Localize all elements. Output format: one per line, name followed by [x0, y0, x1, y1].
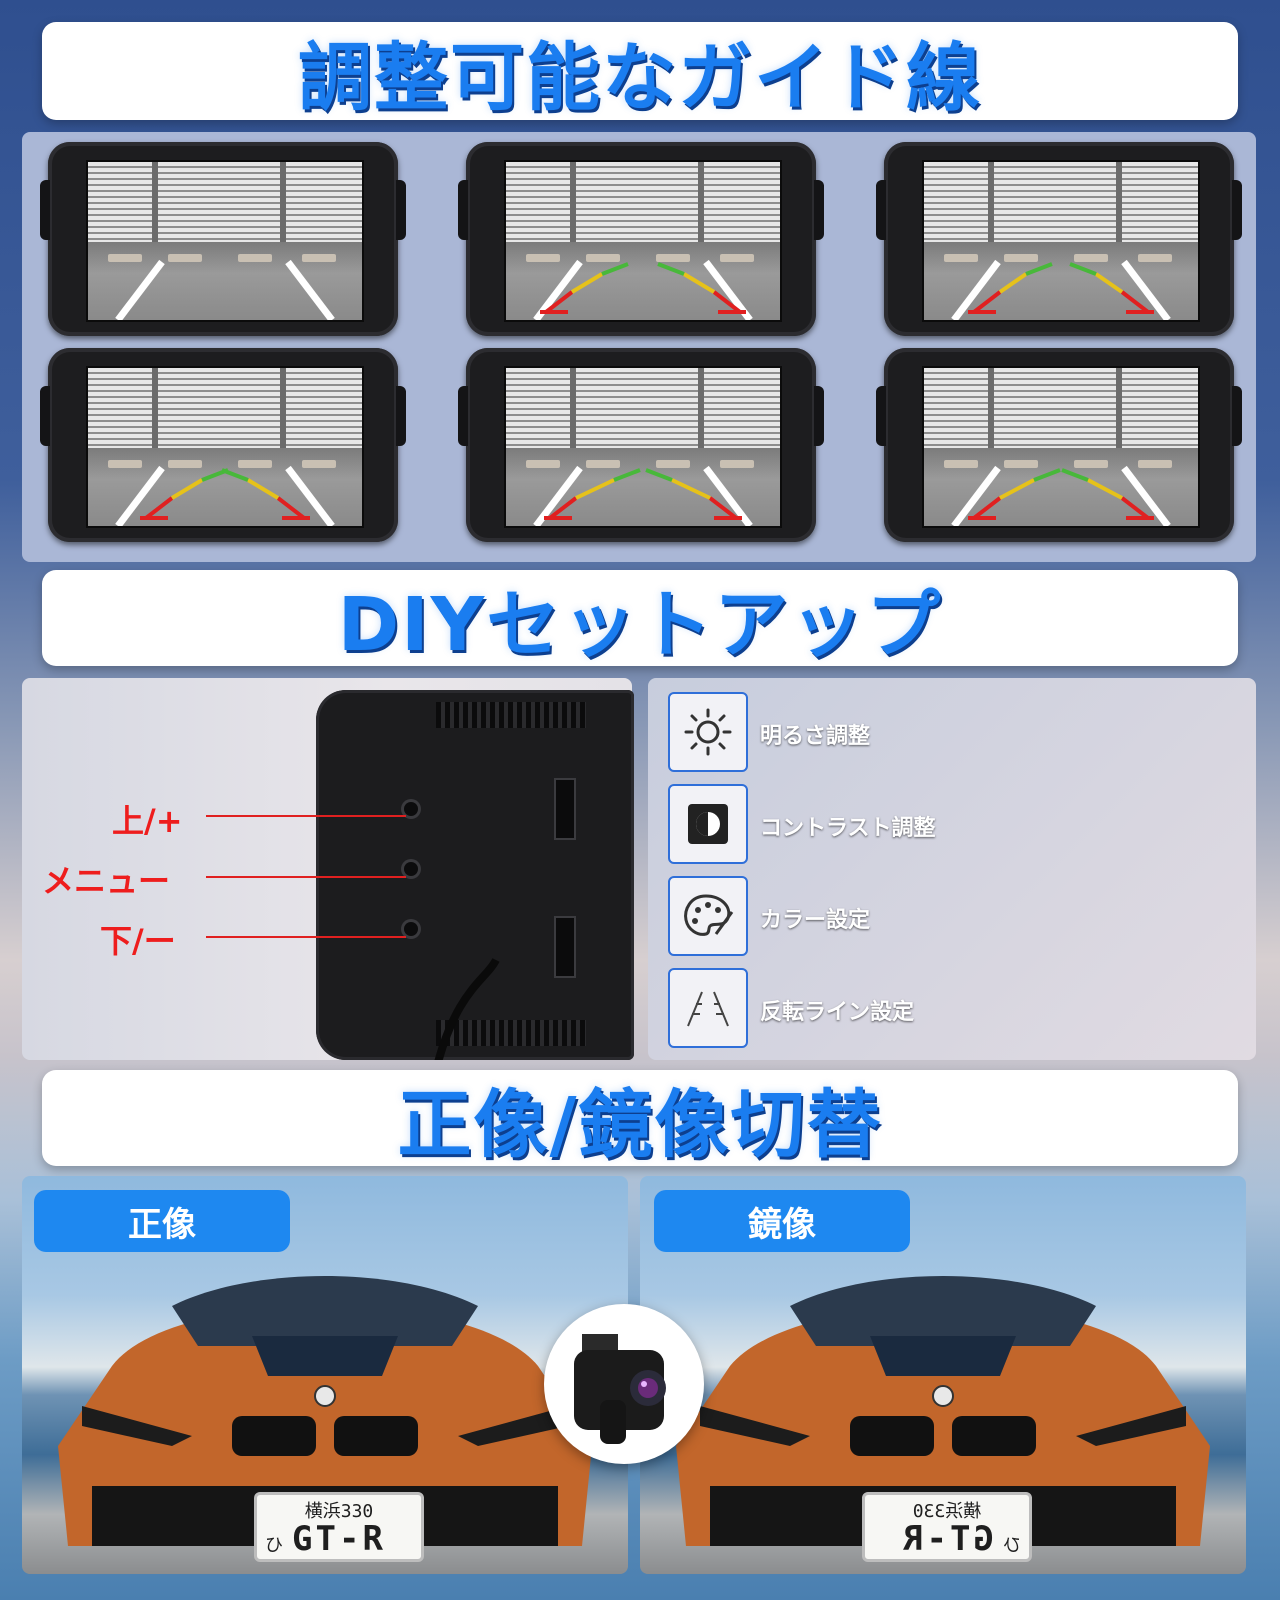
up-button[interactable] — [404, 802, 418, 816]
parking-guide-lines — [115, 259, 335, 320]
monitor-screen — [504, 366, 782, 528]
rearview-monitor — [876, 142, 1242, 336]
rearview-monitor — [458, 348, 824, 542]
down-pointer-line — [206, 936, 406, 938]
monitor-screen — [922, 366, 1200, 528]
mirror-switch-title: 正像/鏡像切替 — [397, 1081, 883, 1168]
rearview-monitor — [40, 348, 406, 542]
monitor-screen — [504, 160, 782, 322]
port-top — [554, 778, 576, 840]
parking-guide-lines — [951, 259, 1171, 320]
down-label: 下/ー — [100, 922, 176, 960]
reverse-lines-icon — [668, 968, 748, 1048]
mirror-view-photo: 横浜330 ひ GT-R 鏡像 — [640, 1176, 1246, 1574]
normal-view-tag: 正像 — [34, 1190, 290, 1252]
car-front-normal — [58, 1276, 592, 1546]
contrast-icon — [668, 784, 748, 864]
plate-region: 横浜330 — [304, 1501, 374, 1522]
normal-view-photo: 横浜330 ひ GT-R 正像 — [22, 1176, 628, 1574]
car-front-mirror — [676, 1276, 1210, 1546]
menu-button[interactable] — [404, 862, 418, 876]
top-vent — [436, 702, 586, 728]
menu-pointer-line — [206, 876, 406, 878]
color-label: カラー設定 — [760, 908, 871, 933]
diy-setup-title: DIYセットアップ — [337, 581, 943, 668]
plate-hiragana: ひ — [265, 1535, 283, 1556]
feature-panel — [648, 678, 1256, 1060]
down-button[interactable] — [404, 922, 418, 936]
bottom-vent — [436, 1020, 586, 1046]
rearview-monitor — [40, 142, 406, 336]
backup-camera-image — [544, 1304, 704, 1464]
monitor-screen — [86, 366, 364, 528]
plate-number-mirror: GT-R — [900, 1519, 994, 1559]
port-bottom — [554, 916, 576, 978]
menu-label: メニュー — [42, 862, 171, 900]
brightness-label: 明るさ調整 — [760, 724, 871, 749]
brightness-icon — [668, 692, 748, 772]
monitor-screen — [922, 160, 1200, 322]
contrast-label: コントラスト調整 — [760, 816, 936, 841]
parking-guide-lines — [533, 465, 753, 526]
parking-guide-lines — [115, 465, 335, 526]
plate-number: GT-R — [292, 1519, 386, 1559]
reverse-lines-label: 反転ライン設定 — [760, 1000, 915, 1025]
mirror-view-tag: 鏡像 — [654, 1190, 910, 1252]
license-plate-mirror: 横浜330 ひ GT-R — [862, 1492, 1032, 1562]
up-pointer-line — [206, 815, 406, 817]
rearview-monitor — [876, 348, 1242, 542]
mirror-switch-banner: 正像/鏡像切替 — [42, 1070, 1238, 1168]
monitor-back-image — [316, 690, 634, 1060]
cable — [434, 958, 500, 1060]
palette-icon — [668, 876, 748, 956]
parking-guide-lines — [533, 259, 753, 320]
up-label: 上/+ — [112, 802, 183, 840]
guide-lines-title: 調整可能なガイド線 — [298, 34, 982, 121]
monitor-screen — [86, 160, 364, 322]
license-plate-normal: 横浜330 ひ GT-R — [254, 1492, 424, 1562]
diy-setup-banner: DIYセットアップ — [42, 570, 1238, 668]
guide-lines-banner: 調整可能なガイド線 — [42, 22, 1238, 121]
rearview-monitor — [458, 142, 824, 336]
parking-guide-lines — [951, 465, 1171, 526]
